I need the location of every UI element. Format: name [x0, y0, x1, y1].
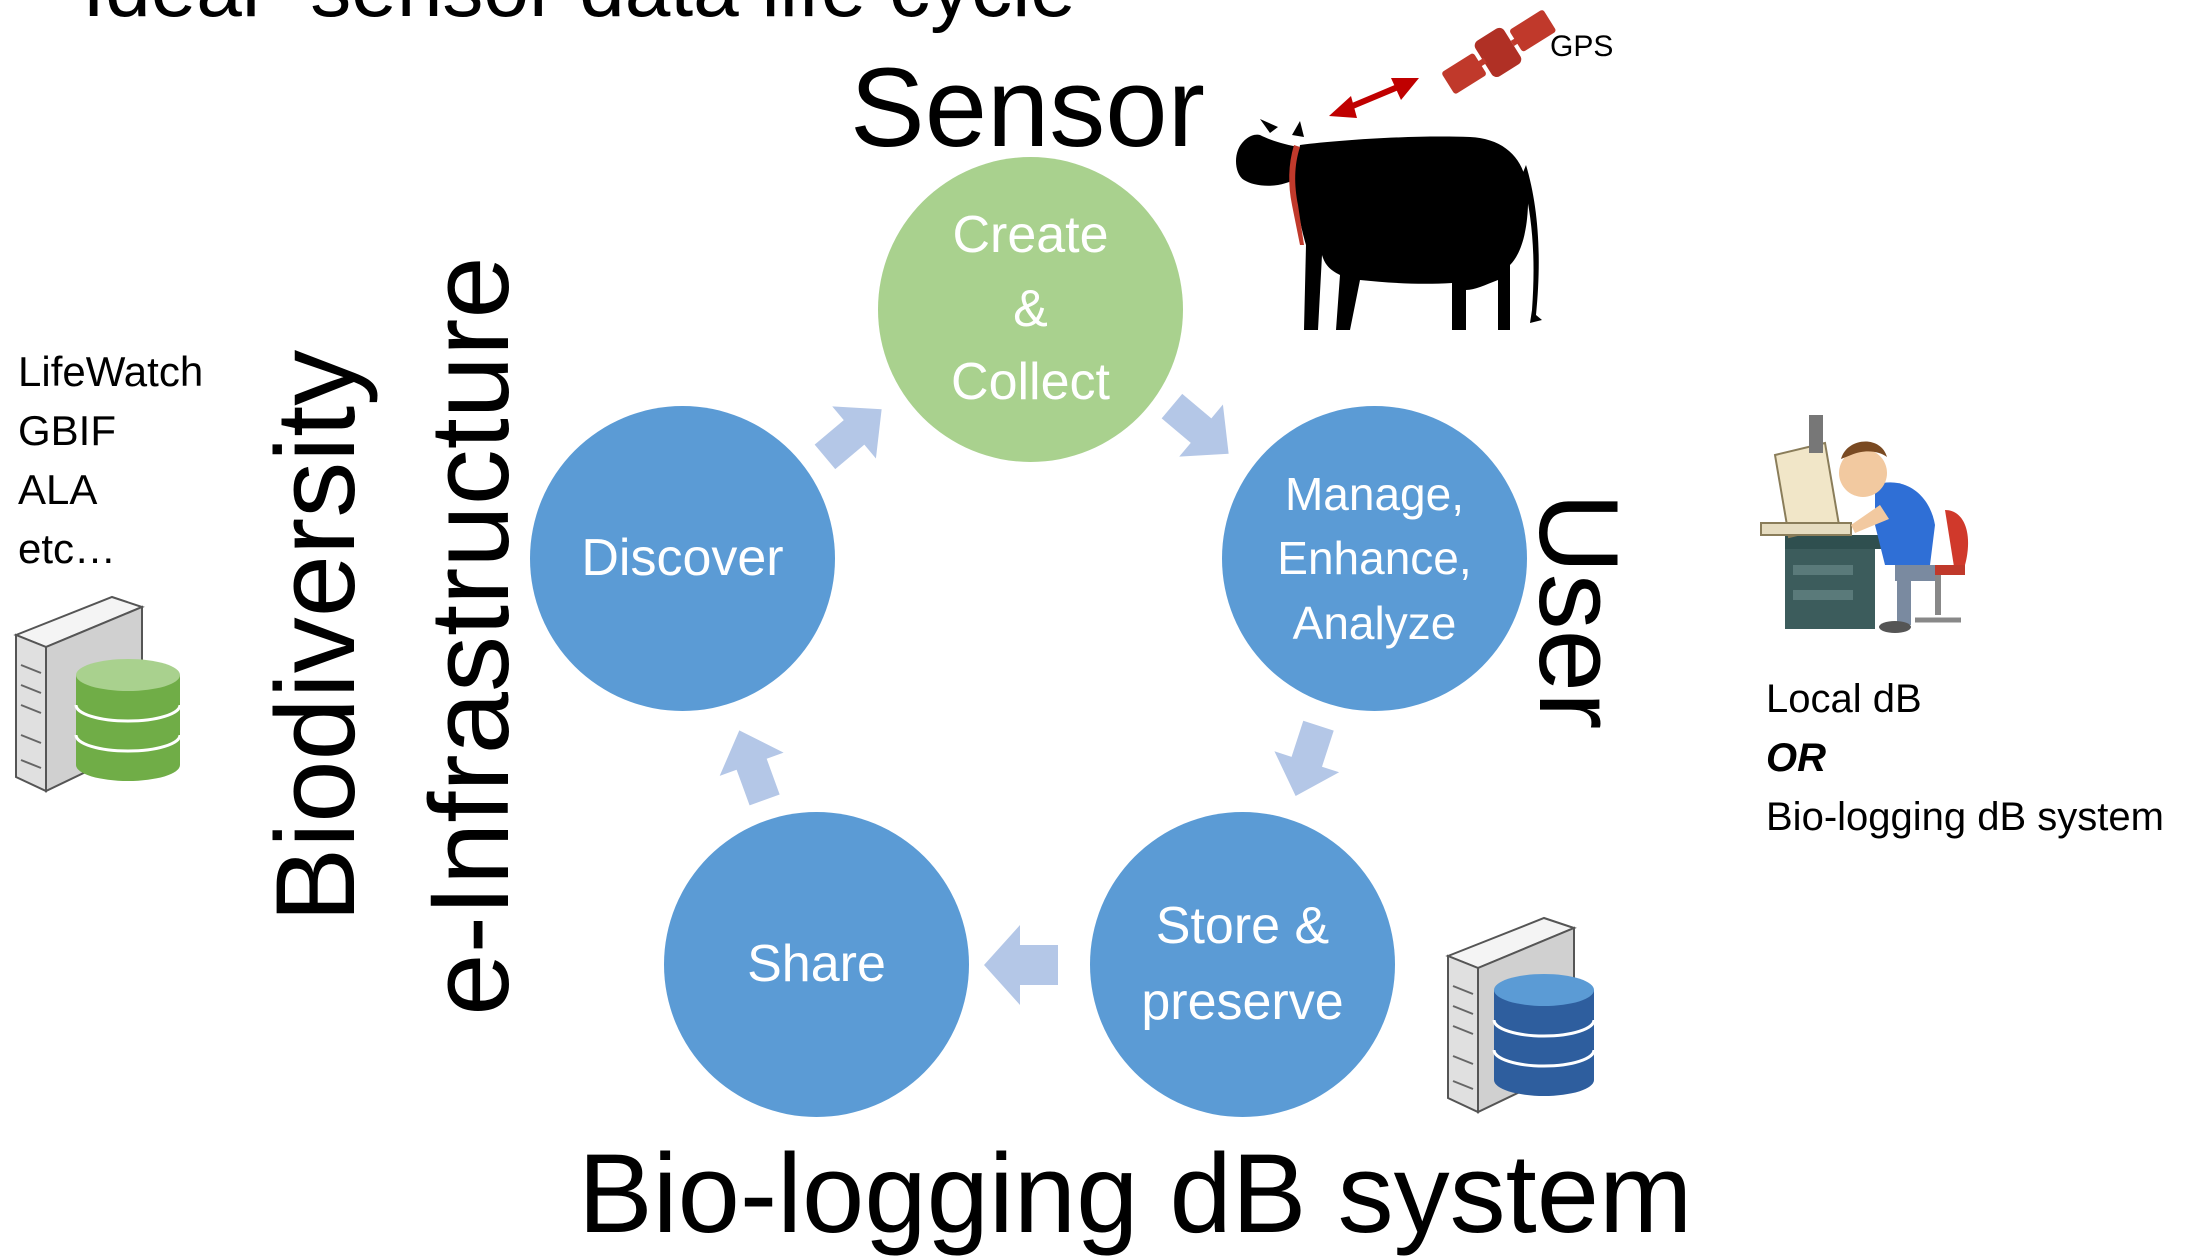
manage-circle: Manage, Enhance, Analyze	[1222, 406, 1527, 711]
user-at-computer-icon	[1760, 415, 1969, 633]
store-preserve-circle: Store & preserve	[1090, 812, 1395, 1117]
share-circle: Share	[664, 812, 969, 1117]
create-text: Create	[952, 205, 1109, 264]
gps-double-arrow-icon	[1329, 78, 1419, 118]
database-server-green-icon	[13, 595, 182, 793]
sensor-label: Sensor	[850, 45, 1205, 170]
gps-label: GPS	[1550, 30, 1614, 63]
arrow-store-to-share	[984, 925, 1058, 1005]
arrow-manage-to-store	[1274, 720, 1340, 797]
ampersand-text: &	[1013, 279, 1048, 338]
diagram-title: “Ideal” sensor data life cycle	[55, 0, 1076, 30]
satellite-icon	[1442, 10, 1556, 94]
manage-text: Manage,	[1284, 467, 1464, 520]
create-collect-circle: Create & Collect	[878, 157, 1183, 462]
store-text: Store &	[1155, 897, 1330, 956]
preserve-text: preserve	[1141, 972, 1344, 1031]
analyze-text: Analyze	[1292, 596, 1457, 649]
discover-text: Discover	[581, 528, 784, 587]
biologging-label: Bio-logging dB system	[578, 1131, 1693, 1256]
arrow-share-to-discover	[719, 730, 784, 806]
arrow-create-to-manage	[1161, 393, 1229, 457]
enhance-text: Enhance,	[1277, 532, 1472, 585]
database-server-blue-icon	[1445, 916, 1596, 1114]
biologging-db-text: Bio-logging dB system	[1766, 795, 2164, 839]
list-item: LifeWatch	[18, 348, 204, 395]
collect-text: Collect	[951, 353, 1110, 412]
or-text: OR	[1766, 736, 1826, 780]
cow-icon	[1236, 119, 1542, 330]
user-db-text: Local dB OR Bio-logging dB system	[1766, 670, 2164, 847]
discover-circle: Discover	[530, 406, 835, 711]
list-item: ALA	[18, 466, 98, 513]
list-item: etc…	[18, 525, 117, 572]
list-item: GBIF	[18, 407, 117, 454]
local-db-text: Local dB	[1766, 677, 1922, 721]
arrow-discover-to-create	[814, 406, 882, 470]
infra-list: LifeWatch GBIF ALA etc…	[18, 342, 203, 578]
share-text: Share	[747, 934, 886, 993]
